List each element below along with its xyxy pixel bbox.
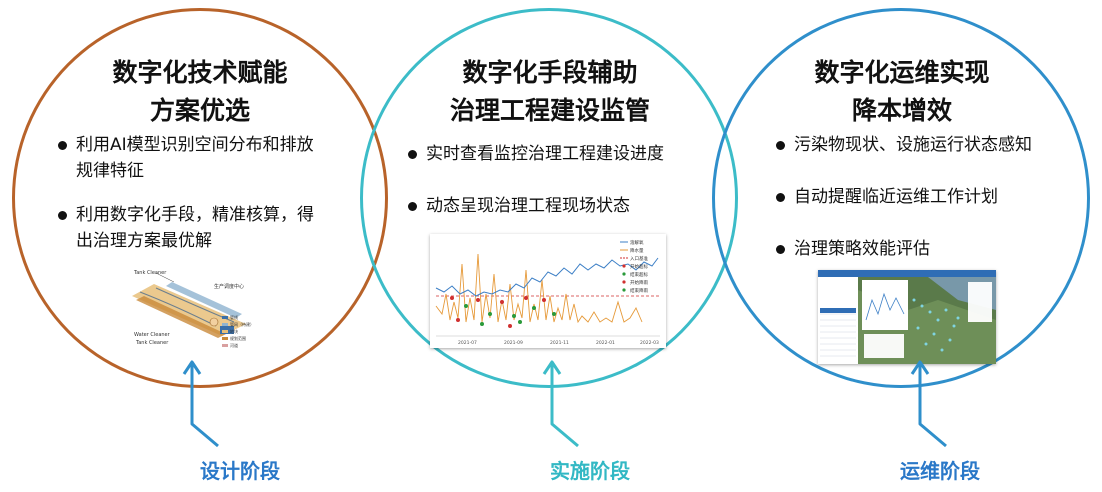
operation-stage-label: 运维阶段 (900, 459, 980, 483)
svg-text:溶解氧: 溶解氧 (630, 239, 644, 246)
svg-text:入口基准: 入口基准 (630, 255, 648, 262)
svg-text:管线: 管线 (230, 314, 238, 320)
design-bullet-2: 利用数字化手段，精准核算，得出治理方案最优解 (58, 202, 330, 254)
svg-text:Water Cleaner: Water Cleaner (134, 332, 171, 338)
implementation-bullet-list: 实时查看监控治理工程建设进度 动态呈现治理工程现场状态 (408, 141, 708, 237)
design-bullet-list: 利用AI模型识别空间分布和排放规律特征 利用数字化手段，精准核算，得出治理方案最… (58, 132, 330, 272)
svg-text:结束降雨: 结束降雨 (630, 287, 648, 294)
implementation-chart-image: 溶解氧 降水量 入口基准 开始超标 结束超标 开始降雨 结束降雨 2021-07… (430, 234, 666, 348)
svg-text:2021-11: 2021-11 (550, 340, 569, 346)
svg-text:开始超标: 开始超标 (630, 263, 648, 270)
operation-up-arrow-icon (910, 360, 947, 448)
implementation-stage-label: 实施阶段 (550, 459, 630, 483)
svg-text:降水量: 降水量 (630, 247, 644, 254)
design-title-line1: 数字化技术赋能 (112, 58, 288, 87)
operation-bullet-list: 污染物现状、设施运行状态感知 自动提醒临近运维工作计划 治理策略效能评估 (776, 132, 1066, 280)
stage-circle-operation (712, 8, 1090, 388)
svg-text:开始降雨: 开始降雨 (630, 279, 648, 286)
implementation-up-arrow-icon (542, 360, 579, 448)
operation-title-line1: 数字化运维实现 (814, 58, 990, 87)
implementation-title: 数字化手段辅助 治理工程建设监管 (400, 54, 700, 130)
implementation-title-line1: 数字化手段辅助 (462, 58, 638, 87)
bullet-dot (776, 193, 785, 202)
bullet-dot (408, 150, 417, 159)
implementation-chart-legend: 溶解氧 降水量 入口基准 开始超标 结束超标 开始降雨 结束降雨 (620, 239, 648, 294)
svg-text:河道: 河道 (230, 342, 238, 348)
bullet-dot (58, 141, 67, 150)
design-up-arrow-icon (182, 360, 219, 448)
operation-dashboard-image (818, 270, 996, 364)
svg-text:Tank Cleaner: Tank Cleaner (135, 340, 169, 346)
implementation-chart-x-ticks: 2021-07 2021-09 2021-11 2022-01 2022-03 (458, 340, 659, 346)
bullet-dot (408, 202, 417, 211)
svg-text:管网（待建）: 管网（待建） (230, 321, 254, 327)
svg-text:规划范围: 规划范围 (230, 335, 246, 341)
svg-text:地块: 地块 (230, 328, 238, 334)
svg-text:2022-03: 2022-03 (640, 340, 659, 346)
bullet-dot (776, 245, 785, 254)
design-bullet-1: 利用AI模型识别空间分布和排放规律特征 (58, 132, 330, 184)
implementation-bullet-2: 动态呈现治理工程现场状态 (408, 193, 708, 219)
svg-text:生产调度中心: 生产调度中心 (214, 283, 244, 290)
design-map-image: Tank Cleaner 生产调度中心 Water Cleaner Tank C… (126, 266, 258, 360)
operation-bullet-3: 治理策略效能评估 (776, 236, 1066, 262)
svg-text:结束超标: 结束超标 (630, 271, 648, 278)
bullet-dot (776, 141, 785, 150)
svg-text:Tank Cleaner: Tank Cleaner (133, 270, 167, 276)
svg-text:2021-07: 2021-07 (458, 340, 477, 346)
operation-bullet-2: 自动提醒临近运维工作计划 (776, 184, 1066, 210)
bullet-dot (58, 211, 67, 220)
design-title: 数字化技术赋能 方案优选 (62, 54, 338, 130)
design-stage-label: 设计阶段 (200, 459, 280, 483)
implementation-title-line2: 治理工程建设监管 (449, 96, 650, 125)
operation-title-line2: 降本增效 (851, 96, 952, 125)
design-title-line2: 方案优选 (149, 96, 250, 125)
operation-title: 数字化运维实现 降本增效 (752, 54, 1052, 130)
operation-bullet-1: 污染物现状、设施运行状态感知 (776, 132, 1066, 158)
svg-text:2021-09: 2021-09 (504, 340, 523, 346)
svg-text:2022-01: 2022-01 (596, 340, 615, 346)
design-map-legend: 管线 管网（待建） 地块 规划范围 河道 (222, 314, 254, 348)
implementation-bullet-1: 实时查看监控治理工程建设进度 (408, 141, 708, 167)
